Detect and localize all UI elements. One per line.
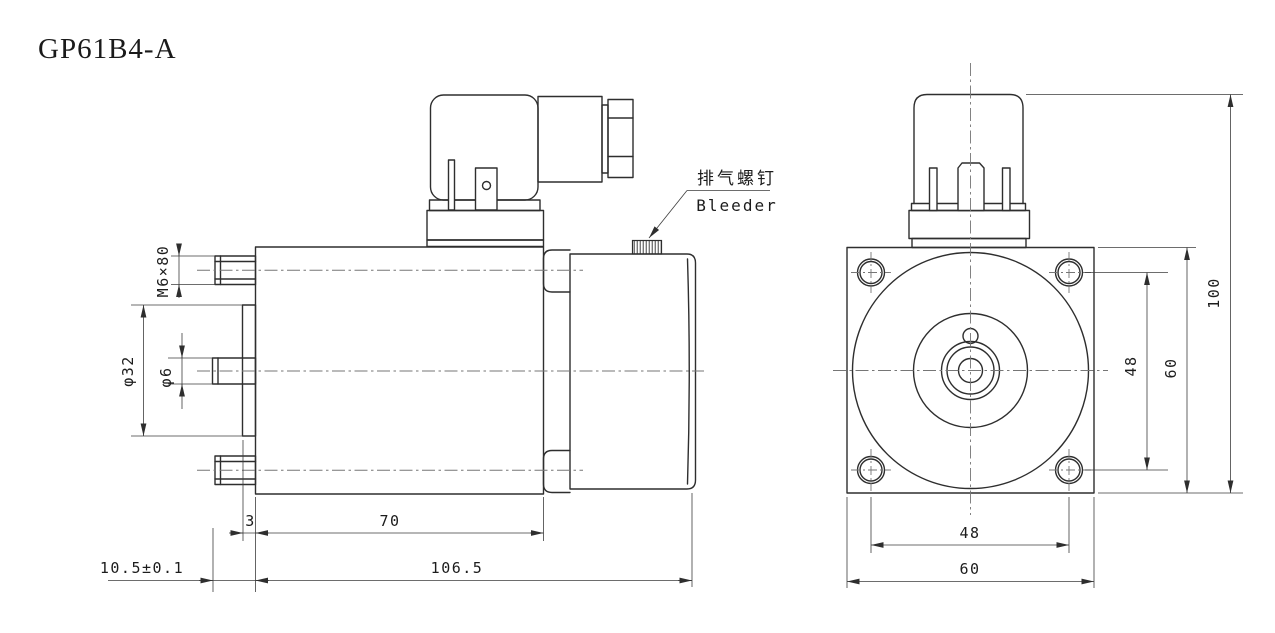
din-connector-side (426, 94, 634, 248)
dim-label-flange-thickness: 3 (245, 512, 255, 530)
bleeder-screw (631, 239, 663, 255)
dim-label-flange-height: 60 (1162, 357, 1180, 378)
dim-pilot-diameter: φ32 (119, 304, 256, 437)
dim-label-shaft-protrusion: 10.5±0.1 (100, 559, 184, 577)
output-shaft (211, 357, 257, 385)
dim-stud-thread: M6×80 (154, 243, 215, 298)
dim-label-bolt-spacing-vertical: 48 (1122, 355, 1140, 376)
front-view: 100 60 48 48 60 (833, 63, 1243, 588)
bleeder-callout: 排气螺钉 Bleeder (648, 169, 777, 239)
dim-label-stud-thread: M6×80 (154, 245, 172, 298)
gland-neck (601, 104, 609, 174)
side-view: M6×80 φ32 φ6 3 70 (100, 94, 777, 592)
rear-housing (569, 253, 697, 490)
dim-flange-height: 60 (1098, 247, 1196, 493)
dim-bolt-spacing-horizontal: 48 (870, 497, 1070, 553)
din-connector-front (908, 93, 1031, 249)
connector-housing-rear (913, 93, 1024, 205)
rear-housing-tab-top (542, 249, 571, 293)
dim-bolt-spacing-vertical: 48 (1085, 272, 1168, 471)
dim-shaft-diameter: φ6 (157, 333, 213, 409)
connector-pin-right (1001, 167, 1011, 212)
dim-label-overall-height: 100 (1205, 277, 1223, 309)
pump-body-outline (254, 246, 545, 495)
callout-label-zh: 排气螺钉 (697, 169, 777, 189)
coil-base-strip (426, 239, 545, 248)
cable-gland-nut (607, 98, 634, 179)
coil-strip-rear (911, 237, 1027, 249)
dim-flange-width: 60 (846, 497, 1095, 588)
mounting-flange (241, 304, 257, 437)
dim-label-overall-length: 106.5 (431, 559, 484, 577)
dim-label-pilot-diameter: φ32 (119, 355, 137, 387)
dim-overall-height: 100 (1026, 94, 1243, 494)
dim-protrusion-and-overall-length: 10.5±0.1 106.5 (100, 493, 693, 592)
coil-base-block (426, 209, 545, 241)
bolt-holes (856, 258, 1084, 485)
coil-base-rear (908, 209, 1031, 240)
dim-label-shaft-diameter: φ6 (157, 366, 175, 387)
dim-label-flange-width: 60 (959, 560, 980, 578)
dim-label-body-length: 70 (379, 512, 400, 530)
leader-line (648, 190, 688, 239)
bolt-hole-centerlines (851, 252, 1091, 491)
connector-plug-center (957, 162, 985, 212)
dim-flange-thickness-and-body-length: 3 70 (229, 440, 544, 592)
rear-housing-tab-bottom (542, 449, 571, 494)
dim-label-bolt-spacing-horizontal: 48 (959, 524, 980, 542)
callout-label-en: Bleeder (696, 196, 777, 215)
terminal-hole (481, 180, 492, 191)
connector-pin (447, 159, 456, 211)
connector-pin-left (928, 167, 938, 212)
connector-cable-entry (537, 95, 603, 183)
drawing-title: GP61B4-A (38, 33, 177, 65)
